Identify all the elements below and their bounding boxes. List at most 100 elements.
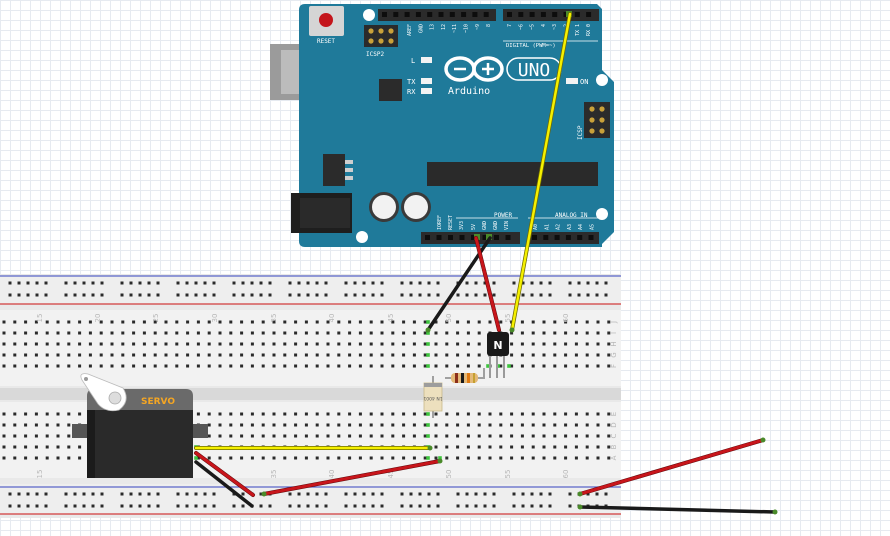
rail-hole[interactable]: [35, 281, 39, 285]
breadboard-hole[interactable]: [186, 353, 190, 357]
breadboard-hole[interactable]: [553, 320, 557, 324]
breadboard-hole[interactable]: [261, 320, 265, 324]
breadboard-hole[interactable]: [337, 412, 341, 416]
breadboard-hole[interactable]: [402, 434, 406, 438]
breadboard-hole[interactable]: [283, 364, 287, 368]
breadboard-hole[interactable]: [196, 456, 200, 460]
rail-hole[interactable]: [539, 293, 543, 297]
breadboard-hole[interactable]: [207, 353, 211, 357]
breadboard-hole[interactable]: [45, 331, 49, 335]
breadboard-hole[interactable]: [13, 342, 17, 346]
breadboard-hole[interactable]: [412, 353, 416, 357]
breadboard-hole[interactable]: [585, 342, 589, 346]
breadboard-hole[interactable]: [531, 434, 535, 438]
breadboard-hole[interactable]: [380, 456, 384, 460]
breadboard-hole[interactable]: [531, 364, 535, 368]
rail-hole[interactable]: [241, 492, 245, 496]
breadboard-hole[interactable]: [34, 434, 38, 438]
breadboard-hole[interactable]: [477, 320, 481, 324]
breadboard-hole[interactable]: [607, 412, 611, 416]
breadboard-hole[interactable]: [607, 456, 611, 460]
breadboard-hole[interactable]: [240, 412, 244, 416]
breadboard-hole[interactable]: [488, 456, 492, 460]
rail-hole[interactable]: [324, 492, 328, 496]
breadboard-hole[interactable]: [596, 412, 600, 416]
rail-hole[interactable]: [521, 281, 525, 285]
breadboard-hole[interactable]: [369, 342, 373, 346]
rail-hole[interactable]: [512, 293, 516, 297]
breadboard-hole[interactable]: [402, 320, 406, 324]
breadboard-hole[interactable]: [466, 320, 470, 324]
breadboard-hole[interactable]: [164, 331, 168, 335]
breadboard-hole[interactable]: [402, 423, 406, 427]
header-socket[interactable]: [543, 235, 549, 240]
breadboard-hole[interactable]: [607, 342, 611, 346]
breadboard-hole[interactable]: [477, 353, 481, 357]
rail-hole[interactable]: [492, 492, 496, 496]
breadboard-hole[interactable]: [196, 364, 200, 368]
breadboard-hole[interactable]: [315, 423, 319, 427]
breadboard-hole[interactable]: [434, 456, 438, 460]
rail-hole[interactable]: [156, 492, 160, 496]
breadboard-hole[interactable]: [499, 434, 503, 438]
rail-hole[interactable]: [380, 281, 384, 285]
breadboard-hole[interactable]: [2, 364, 6, 368]
rail-hole[interactable]: [409, 281, 413, 285]
rail-hole[interactable]: [492, 281, 496, 285]
breadboard-hole[interactable]: [574, 353, 578, 357]
rail-hole[interactable]: [548, 492, 552, 496]
breadboard-hole[interactable]: [564, 412, 568, 416]
breadboard-hole[interactable]: [434, 364, 438, 368]
rail-hole[interactable]: [212, 492, 216, 496]
rail-hole[interactable]: [418, 504, 422, 508]
breadboard-hole[interactable]: [88, 353, 92, 357]
breadboard-hole[interactable]: [229, 456, 233, 460]
breadboard-hole[interactable]: [553, 412, 557, 416]
header-socket[interactable]: [554, 235, 560, 240]
breadboard-hole[interactable]: [304, 456, 308, 460]
breadboard-hole[interactable]: [2, 353, 6, 357]
breadboard-hole[interactable]: [2, 423, 6, 427]
rail-hole[interactable]: [64, 492, 68, 496]
header-socket[interactable]: [588, 235, 594, 240]
breadboard-hole[interactable]: [510, 434, 514, 438]
rail-hole[interactable]: [380, 504, 384, 508]
rail-hole[interactable]: [297, 504, 301, 508]
breadboard-hole[interactable]: [391, 353, 395, 357]
breadboard-hole[interactable]: [175, 364, 179, 368]
breadboard-hole[interactable]: [585, 353, 589, 357]
breadboard-hole[interactable]: [423, 364, 427, 368]
breadboard-hole[interactable]: [153, 342, 157, 346]
rail-hole[interactable]: [324, 293, 328, 297]
rail-hole[interactable]: [26, 492, 30, 496]
breadboard-hole[interactable]: [445, 342, 449, 346]
breadboard-hole[interactable]: [445, 320, 449, 324]
rail-hole[interactable]: [185, 281, 189, 285]
breadboard-hole[interactable]: [24, 320, 28, 324]
rail-hole[interactable]: [250, 281, 254, 285]
breadboard-hole[interactable]: [434, 320, 438, 324]
rail-hole[interactable]: [44, 504, 48, 508]
breadboard-hole[interactable]: [56, 445, 60, 449]
breadboard-hole[interactable]: [477, 423, 481, 427]
rail-hole[interactable]: [64, 293, 68, 297]
rail-hole[interactable]: [371, 281, 375, 285]
breadboard-hole[interactable]: [585, 423, 589, 427]
breadboard-hole[interactable]: [520, 434, 524, 438]
breadboard-hole[interactable]: [326, 342, 330, 346]
breadboard-hole[interactable]: [531, 456, 535, 460]
breadboard-hole[interactable]: [207, 456, 211, 460]
rail-hole[interactable]: [436, 281, 440, 285]
breadboard-hole[interactable]: [412, 423, 416, 427]
rail-hole[interactable]: [73, 293, 77, 297]
breadboard-hole[interactable]: [121, 320, 125, 324]
breadboard-hole[interactable]: [596, 353, 600, 357]
breadboard-hole[interactable]: [34, 423, 38, 427]
rail-hole[interactable]: [409, 492, 413, 496]
breadboard-hole[interactable]: [175, 342, 179, 346]
breadboard-hole[interactable]: [250, 353, 254, 357]
rail-hole[interactable]: [315, 293, 319, 297]
breadboard-hole[interactable]: [542, 434, 546, 438]
breadboard-hole[interactable]: [358, 331, 362, 335]
header-socket[interactable]: [427, 12, 433, 17]
